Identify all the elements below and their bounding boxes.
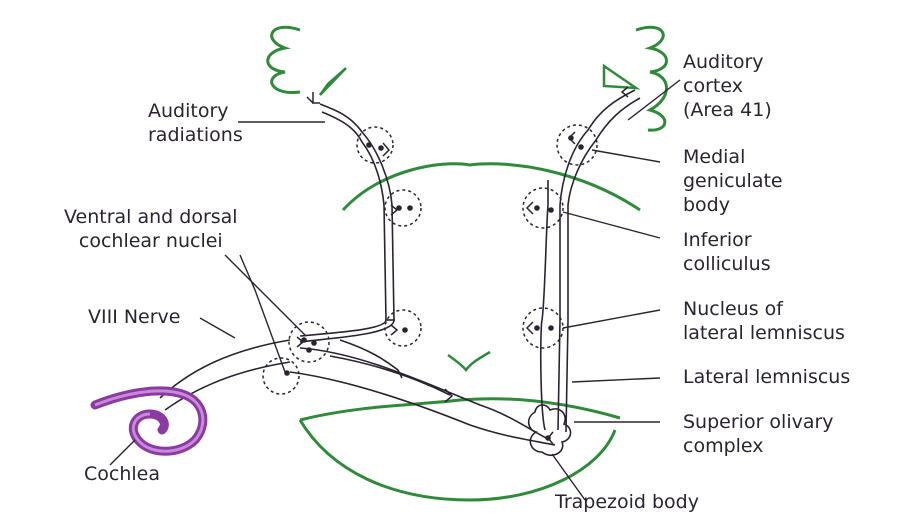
trapezoid-body-label: Trapezoid body <box>555 490 699 514</box>
lateral-lemniscus-label: Lateral lemniscus <box>683 365 850 389</box>
fourth-ventricle <box>448 352 490 370</box>
pons-outline <box>300 399 620 420</box>
right-inferior-colliculus <box>523 188 563 228</box>
cochlear-nuclei-label: Ventral and dorsal cochlear nuclei <box>64 205 238 253</box>
cochlea-spiral <box>95 391 203 451</box>
cochlea-label: Cochlea <box>84 462 160 486</box>
auditory-radiations-label: Auditory radiations <box>148 99 243 147</box>
brain-outlines <box>268 27 667 500</box>
auditory-cortex-label: Auditory cortex (Area 41) <box>683 50 772 122</box>
right-cortex-fold <box>604 66 636 88</box>
medial-geniculate-label: Medial geniculate body <box>683 145 783 217</box>
left-cortex-outline <box>268 27 300 92</box>
ventral-cochlear-nucleus <box>289 322 329 362</box>
midbrain-outline <box>343 164 640 210</box>
axon-terminals <box>297 87 628 444</box>
left-cortex-fold <box>320 68 346 95</box>
superior-olivary-label: Superior olivary complex <box>683 410 834 458</box>
neuron-dots <box>284 135 584 441</box>
inferior-colliculus-label: Inferior colliculus <box>683 228 771 276</box>
viii-nerve-label: VIII Nerve <box>88 305 181 329</box>
superior-olivary-complex <box>529 405 571 455</box>
nucleus-lateral-lemniscus-label: Nucleus of lateral lemniscus <box>683 297 845 345</box>
medulla-outline <box>300 420 615 500</box>
right-cortex-outline <box>636 27 667 130</box>
left-lateral-lemniscus-nucleus <box>385 310 421 346</box>
